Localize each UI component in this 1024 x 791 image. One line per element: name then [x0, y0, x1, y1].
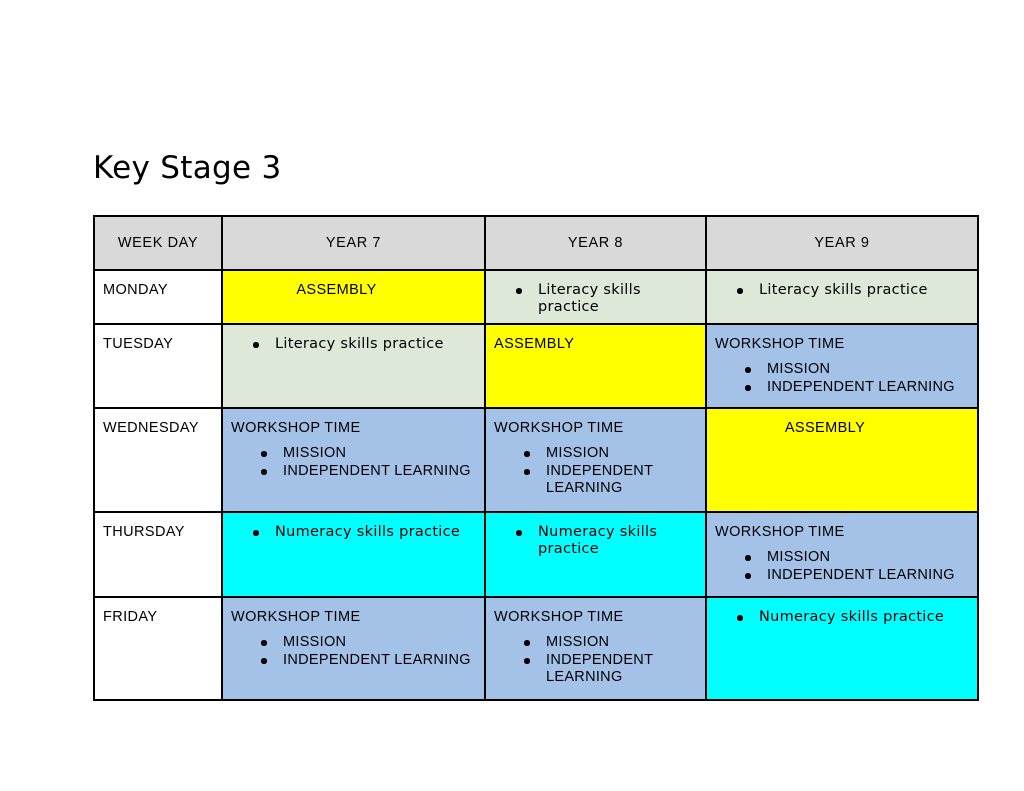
cell-year7-numeracy: Numeracy skills practice — [221, 511, 486, 598]
table-row: THURSDAY Numeracy skills practice Numeracy… — [93, 511, 979, 598]
column-header-year-7: YEAR 7 — [221, 215, 486, 271]
list-item: MISSION — [524, 634, 705, 651]
list-item: INDEPENDENT LEARNING — [745, 379, 977, 396]
list-item: Literacy skills practice — [253, 336, 484, 353]
list-item: INDEPENDENT LEARNING — [261, 652, 484, 669]
list-item: INDEPENDENT LEARNING — [745, 567, 977, 584]
page-title: Key Stage 3 — [93, 150, 282, 186]
assembly-label: ASSEMBLY — [784, 420, 866, 436]
list-item: Numeracy skills practice — [737, 609, 977, 626]
list-item: Numeracy skills practice — [516, 524, 705, 558]
numeracy-bullet-list: Numeracy skills practice — [707, 609, 977, 626]
cell-year8-numeracy: Numeracy skills practice — [484, 511, 707, 598]
day-cell: TUESDAY — [93, 323, 223, 409]
assembly-label: ASSEMBLY — [494, 336, 575, 352]
column-header-week-day: WEEK DAY — [93, 215, 223, 271]
workshop-heading: WORKSHOP TIME — [715, 524, 845, 540]
cell-year9-numeracy: Numeracy skills practice — [705, 596, 979, 701]
list-item: MISSION — [261, 445, 484, 462]
cell-year9-assembly: ASSEMBLY — [705, 407, 979, 513]
day-label: WEDNESDAY — [103, 420, 199, 436]
day-label: MONDAY — [103, 282, 168, 298]
timetable: WEEK DAY YEAR 7 YEAR 8 YEAR 9 MONDAY ASSE… — [93, 215, 979, 701]
list-item: MISSION — [745, 361, 977, 378]
list-item: Literacy skills practice — [516, 282, 705, 316]
day-cell: WEDNESDAY — [93, 407, 223, 513]
assembly-label: ASSEMBLY — [296, 282, 377, 298]
day-label: FRIDAY — [103, 609, 158, 625]
cell-year8-assembly: ASSEMBLY — [484, 323, 707, 409]
workshop-heading: WORKSHOP TIME — [231, 420, 361, 436]
day-label: TUESDAY — [103, 336, 174, 352]
list-item: MISSION — [745, 549, 977, 566]
numeracy-bullet-list: Numeracy skills practice — [486, 524, 705, 558]
column-header-year-8: YEAR 8 — [484, 215, 707, 271]
table-row: TUESDAY Literacy skills practice ASSEMBLY W… — [93, 323, 979, 409]
workshop-heading: WORKSHOP TIME — [715, 336, 845, 352]
list-item: MISSION — [261, 634, 484, 651]
list-item: Numeracy skills practice — [253, 524, 484, 541]
table-row: MONDAY ASSEMBLY Literacy skills practice Li… — [93, 269, 979, 325]
cell-year7-assembly: ASSEMBLY — [221, 269, 486, 325]
numeracy-bullet-list: Numeracy skills practice — [223, 524, 484, 541]
cell-year8-literacy: Literacy skills practice — [484, 269, 707, 325]
literacy-bullet-list: Literacy skills practice — [486, 282, 705, 316]
day-label: THURSDAY — [103, 524, 185, 540]
cell-year7-literacy: Literacy skills practice — [221, 323, 486, 409]
day-cell: THURSDAY — [93, 511, 223, 598]
list-item: INDEPENDENT LEARNING — [524, 652, 705, 686]
literacy-bullet-list: Literacy skills practice — [707, 282, 977, 299]
literacy-bullet-list: Literacy skills practice — [223, 336, 484, 353]
list-item: Literacy skills practice — [737, 282, 977, 299]
list-item: MISSION — [524, 445, 705, 462]
list-item: INDEPENDENT LEARNING — [524, 463, 705, 497]
list-item: INDEPENDENT LEARNING — [261, 463, 484, 480]
workshop-heading: WORKSHOP TIME — [231, 609, 361, 625]
day-cell: MONDAY — [93, 269, 223, 325]
cell-year9-literacy: Literacy skills practice — [705, 269, 979, 325]
workshop-heading: WORKSHOP TIME — [494, 420, 624, 436]
workshop-heading: WORKSHOP TIME — [494, 609, 624, 625]
table-header-row: WEEK DAY YEAR 7 YEAR 8 YEAR 9 — [93, 215, 979, 271]
column-header-year-9: YEAR 9 — [705, 215, 979, 271]
day-cell: FRIDAY — [93, 596, 223, 701]
